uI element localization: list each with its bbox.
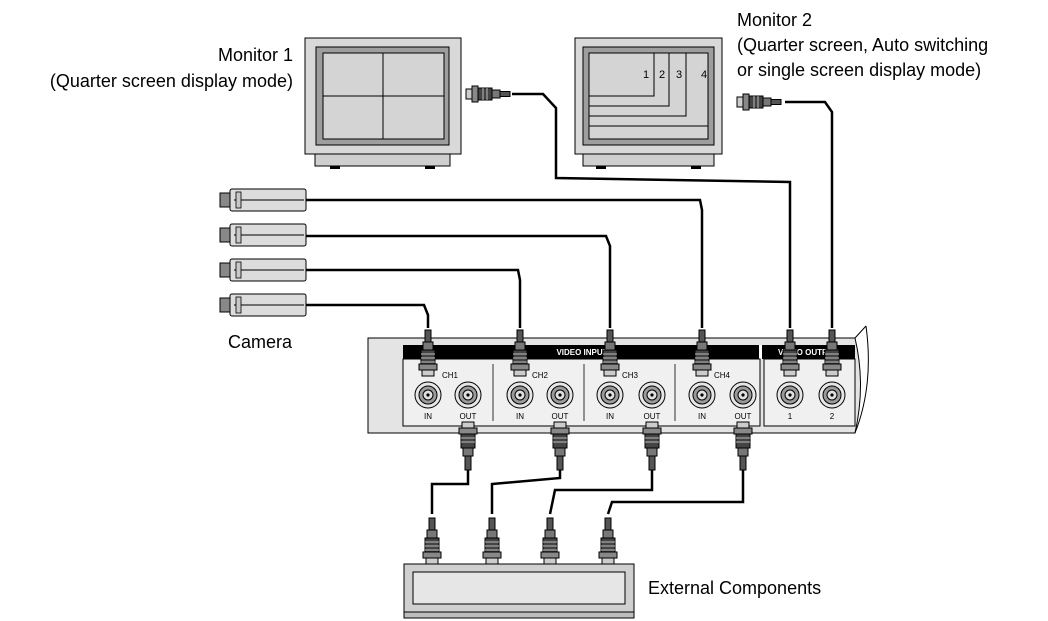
external-components-box bbox=[403, 563, 635, 619]
monitor2-plug bbox=[736, 93, 782, 111]
ch2-in-jack bbox=[506, 381, 534, 409]
ch4-in-jack bbox=[688, 381, 716, 409]
camera-2 bbox=[219, 258, 307, 282]
video-output-label: VIDEO OUTPUT bbox=[778, 348, 838, 357]
monitor1-title: Monitor 1 bbox=[218, 45, 293, 65]
cables bbox=[306, 92, 834, 515]
external-plug-4 bbox=[598, 517, 618, 565]
video-out-1-label: 1 bbox=[788, 412, 793, 421]
ch1-out-jack bbox=[454, 381, 482, 409]
ch3-in-plug bbox=[600, 329, 620, 377]
ch3-label: CH3 bbox=[622, 371, 639, 380]
ch1-in-plug bbox=[418, 329, 438, 377]
cable-out-ch4 bbox=[606, 470, 745, 515]
video-out-2-label: 2 bbox=[830, 412, 835, 421]
cable-monitor1 bbox=[512, 92, 792, 328]
monitor-1 bbox=[304, 37, 462, 169]
ch4-in-plug bbox=[692, 329, 712, 377]
video-out-2-jack bbox=[818, 381, 846, 409]
video-out-2-plug bbox=[822, 329, 842, 377]
ch4-label: CH4 bbox=[714, 371, 731, 380]
video-out-1-jack bbox=[776, 381, 804, 409]
ch1-out-label: OUT bbox=[460, 412, 477, 421]
ch1-out-plug bbox=[458, 421, 478, 471]
monitor2-title: Monitor 2 bbox=[737, 10, 812, 30]
ch1-in-jack bbox=[414, 381, 442, 409]
ch1-in-label: IN bbox=[424, 412, 432, 421]
ch3-in-label: IN bbox=[606, 412, 614, 421]
camera-1 bbox=[219, 293, 307, 317]
ch1-label: CH1 bbox=[442, 371, 459, 380]
cable-out-ch3 bbox=[548, 470, 654, 515]
monitor2-number-1: 1 bbox=[643, 69, 649, 81]
ch2-out-jack bbox=[546, 381, 574, 409]
ch2-out-plug bbox=[550, 421, 570, 471]
ch3-out-plug bbox=[642, 421, 662, 471]
ch4-out-label: OUT bbox=[735, 412, 752, 421]
cable-camera-3 bbox=[306, 234, 612, 328]
cable-camera-1 bbox=[306, 303, 430, 328]
cable-camera-2 bbox=[306, 268, 522, 328]
monitor2-mode-line1: (Quarter screen, Auto switching bbox=[737, 35, 988, 55]
ch4-out-plug bbox=[733, 421, 753, 471]
video-out-1-plug bbox=[780, 329, 800, 377]
monitor1-mode: (Quarter screen display mode) bbox=[50, 71, 293, 91]
external-components-label: External Components bbox=[648, 578, 821, 598]
camera-label: Camera bbox=[228, 332, 293, 352]
video-input-label: VIDEO INPUT bbox=[556, 348, 607, 357]
cable-out-ch2 bbox=[490, 470, 562, 514]
ch2-out-label: OUT bbox=[552, 412, 569, 421]
monitor2-mode-line2: or single screen display mode) bbox=[737, 60, 981, 80]
monitor2-number-2: 2 bbox=[659, 69, 665, 81]
ch4-in-label: IN bbox=[698, 412, 706, 421]
ch3-out-label: OUT bbox=[644, 412, 661, 421]
camera-3 bbox=[219, 223, 307, 247]
monitor1-plug bbox=[465, 85, 511, 103]
monitor-2 bbox=[574, 37, 723, 169]
cable-camera-4 bbox=[306, 198, 704, 328]
ch2-in-label: IN bbox=[516, 412, 524, 421]
ch2-label: CH2 bbox=[532, 371, 549, 380]
external-plug-3 bbox=[540, 517, 560, 565]
cable-monitor2 bbox=[785, 100, 834, 328]
ch3-out-jack bbox=[638, 381, 666, 409]
ch4-out-jack bbox=[729, 381, 757, 409]
ch3-in-jack bbox=[596, 381, 624, 409]
camera-4 bbox=[219, 188, 307, 212]
monitor2-number-3: 3 bbox=[676, 69, 682, 81]
external-plug-1 bbox=[422, 517, 442, 565]
ch2-in-plug bbox=[510, 329, 530, 377]
monitor2-number-4: 4 bbox=[701, 69, 707, 81]
cable-out-ch1 bbox=[430, 470, 470, 514]
external-plug-2 bbox=[482, 517, 502, 565]
